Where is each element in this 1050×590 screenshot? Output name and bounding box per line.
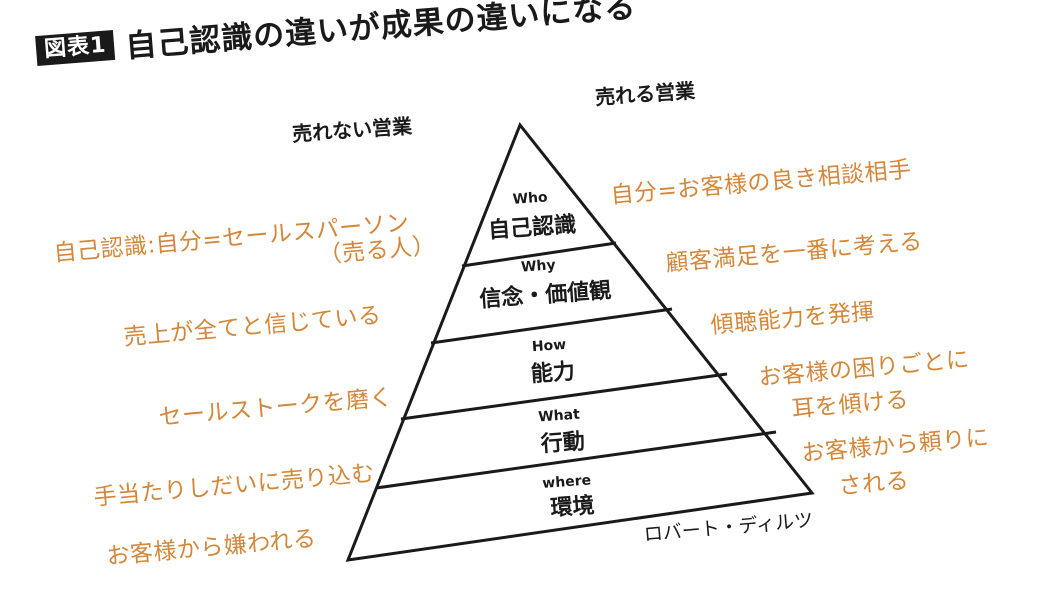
tier-divider [430,307,673,345]
tier-jp-label: 環境 [550,492,596,521]
tier-jp-label: 能力 [530,358,576,387]
tier-jp-label: 自己認識 [487,212,577,244]
tier-en-label: where [542,473,592,492]
tier-divider [400,372,728,421]
tier-en-label: Why [521,257,557,275]
tier-en-label: How [531,337,566,355]
tier-divider [461,241,617,268]
tier-en-label: Who [512,189,548,207]
right-item-5-sub: される [837,467,911,501]
tier-en-label: What [538,407,581,426]
tier-divider [375,430,777,490]
tier-jp-label: 行動 [539,428,586,457]
